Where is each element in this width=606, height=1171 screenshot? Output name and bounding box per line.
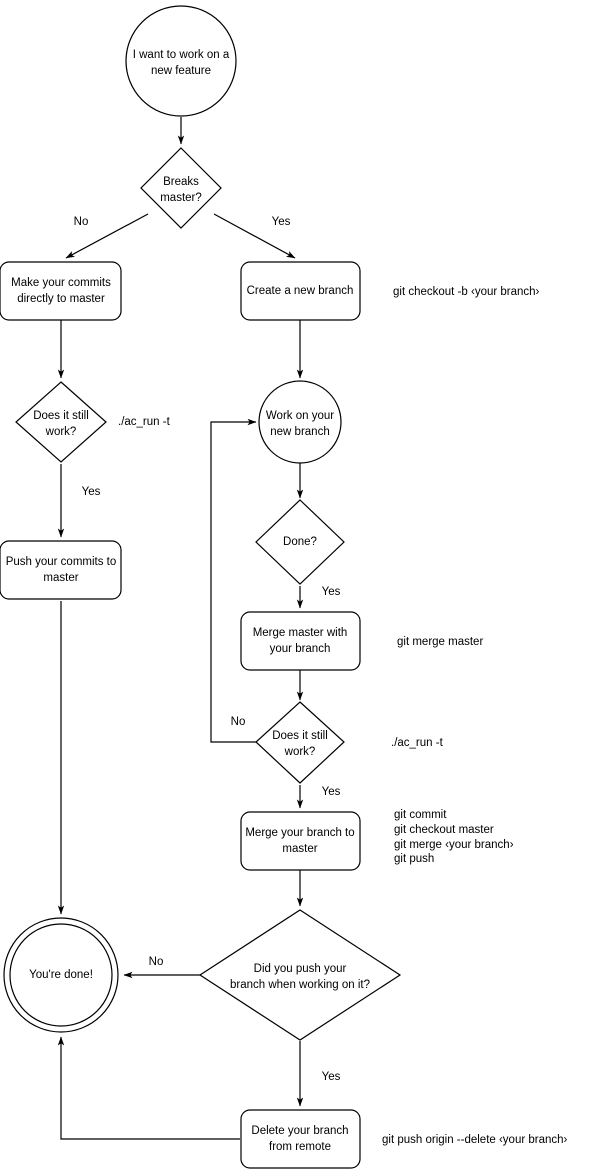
node-end[interactable]: You're done!	[3, 917, 119, 1033]
edge-label-did-push-no: No	[149, 956, 164, 968]
node-still-work-2[interactable]: Does it still work?	[255, 701, 345, 784]
annotation-ac-run-right: ./ac_run -t	[391, 737, 444, 749]
edge-label-done-yes: Yes	[322, 586, 341, 598]
annotation-git-checkout-branch: git checkout -b ‹your branch›	[393, 286, 540, 298]
merge-branch-label-line1: Merge your branch to	[245, 827, 354, 839]
node-make-commits[interactable]: Make your commits directly to master	[0, 261, 122, 321]
annotation-merge-branch-cmd-1: git commit	[394, 809, 447, 821]
node-create-branch[interactable]: Create a new branch	[240, 261, 361, 321]
delete-branch-label-line2: from remote	[269, 1141, 331, 1153]
did-push-diamond	[198, 909, 402, 1041]
breaks-master-diamond	[140, 147, 222, 229]
merge-branch-label-line2: master	[282, 843, 317, 855]
edge-label-breaks-no: No	[74, 216, 89, 228]
merge-branch-box	[240, 811, 361, 871]
delete-branch-label-line1: Delete your branch	[251, 1125, 348, 1137]
merge-master-label-line2: your branch	[270, 643, 331, 655]
breaks-master-label-line2: master?	[160, 192, 202, 204]
annotation-ac-run-left: ./ac_run -t	[118, 416, 171, 428]
edge-breaks-no-to-make-commits	[65, 213, 149, 259]
node-start[interactable]: I want to work on a new feature	[125, 5, 237, 117]
end-label: You're done!	[29, 969, 93, 981]
done-question-label: Done?	[283, 536, 317, 548]
make-commits-box	[0, 261, 122, 321]
annotation-git-merge-master: git merge master	[397, 636, 483, 648]
node-still-work-1[interactable]: Does it still work?	[15, 381, 107, 463]
make-commits-label-line2: directly to master	[17, 293, 105, 305]
still-work-1-diamond	[15, 381, 107, 463]
merge-master-label-line1: Merge master with	[253, 627, 348, 639]
node-work-branch[interactable]: Work on your new branch	[258, 380, 342, 464]
annotation-merge-branch-cmd-4: git push	[394, 853, 434, 865]
annotation-merge-branch-cmd-2: git checkout master	[394, 824, 494, 836]
edge-breaks-yes-to-create-branch	[213, 213, 296, 259]
annotation-merge-branch-cmd-3: git merge ‹your branch›	[394, 839, 514, 851]
node-merge-master[interactable]: Merge master with your branch	[240, 611, 361, 671]
still-work-2-label-line2: work?	[284, 746, 316, 758]
start-circle	[125, 5, 237, 117]
edge-label-still-work-2-no: No	[231, 716, 246, 728]
edge-label-did-push-yes: Yes	[322, 1071, 341, 1083]
edge-labels: No Yes Yes Yes No Yes No Yes	[74, 216, 341, 1083]
start-label-line1: I want to work on a	[133, 49, 230, 61]
done-question-diamond	[255, 499, 345, 585]
node-delete-branch[interactable]: Delete your branch from remote	[240, 1109, 361, 1169]
work-branch-label-line1: Work on your	[266, 410, 334, 422]
push-commits-box	[0, 540, 122, 600]
work-branch-label-line2: new branch	[270, 426, 329, 438]
push-commits-label-line1: Push your commits to	[6, 556, 117, 568]
edge-label-still-work-2-yes: Yes	[322, 786, 341, 798]
create-branch-label: Create a new branch	[247, 285, 354, 297]
still-work-2-label-line1: Does it still	[272, 730, 328, 742]
still-work-1-label-line2: work?	[45, 426, 77, 438]
edge-still-work-2-no-loop-to-work-branch	[210, 418, 257, 743]
did-push-label-line2: branch when working on it?	[230, 979, 370, 991]
end-inner-circle	[9, 923, 113, 1027]
edge-label-breaks-yes: Yes	[272, 216, 291, 228]
delete-branch-box	[240, 1109, 361, 1169]
edge-label-still-work-1-yes: Yes	[82, 486, 101, 498]
node-did-push[interactable]: Did you push your branch when working on…	[198, 909, 402, 1041]
merge-master-box	[240, 611, 361, 671]
node-breaks-master[interactable]: Breaks master?	[140, 147, 222, 229]
create-branch-box	[240, 261, 361, 321]
make-commits-label-line1: Make your commits	[11, 277, 111, 289]
edges	[57, 117, 304, 1140]
annotation-git-push-origin-delete: git push origin --delete ‹your branch›	[382, 1134, 568, 1146]
did-push-label-line1: Did you push your	[254, 963, 347, 975]
node-merge-branch[interactable]: Merge your branch to master	[240, 811, 361, 871]
still-work-1-label-line1: Does it still	[33, 410, 89, 422]
node-done-question[interactable]: Done?	[255, 499, 345, 585]
annotations: git checkout -b ‹your branch› ./ac_run -…	[118, 286, 568, 1146]
edge-delete-branch-to-done	[57, 1036, 240, 1140]
breaks-master-label-line1: Breaks	[163, 176, 199, 188]
work-branch-circle	[258, 380, 342, 464]
push-commits-label-line2: master	[43, 572, 78, 584]
still-work-2-diamond	[255, 701, 345, 784]
node-push-commits[interactable]: Push your commits to master	[0, 540, 122, 600]
start-label-line2: new feature	[151, 65, 211, 77]
